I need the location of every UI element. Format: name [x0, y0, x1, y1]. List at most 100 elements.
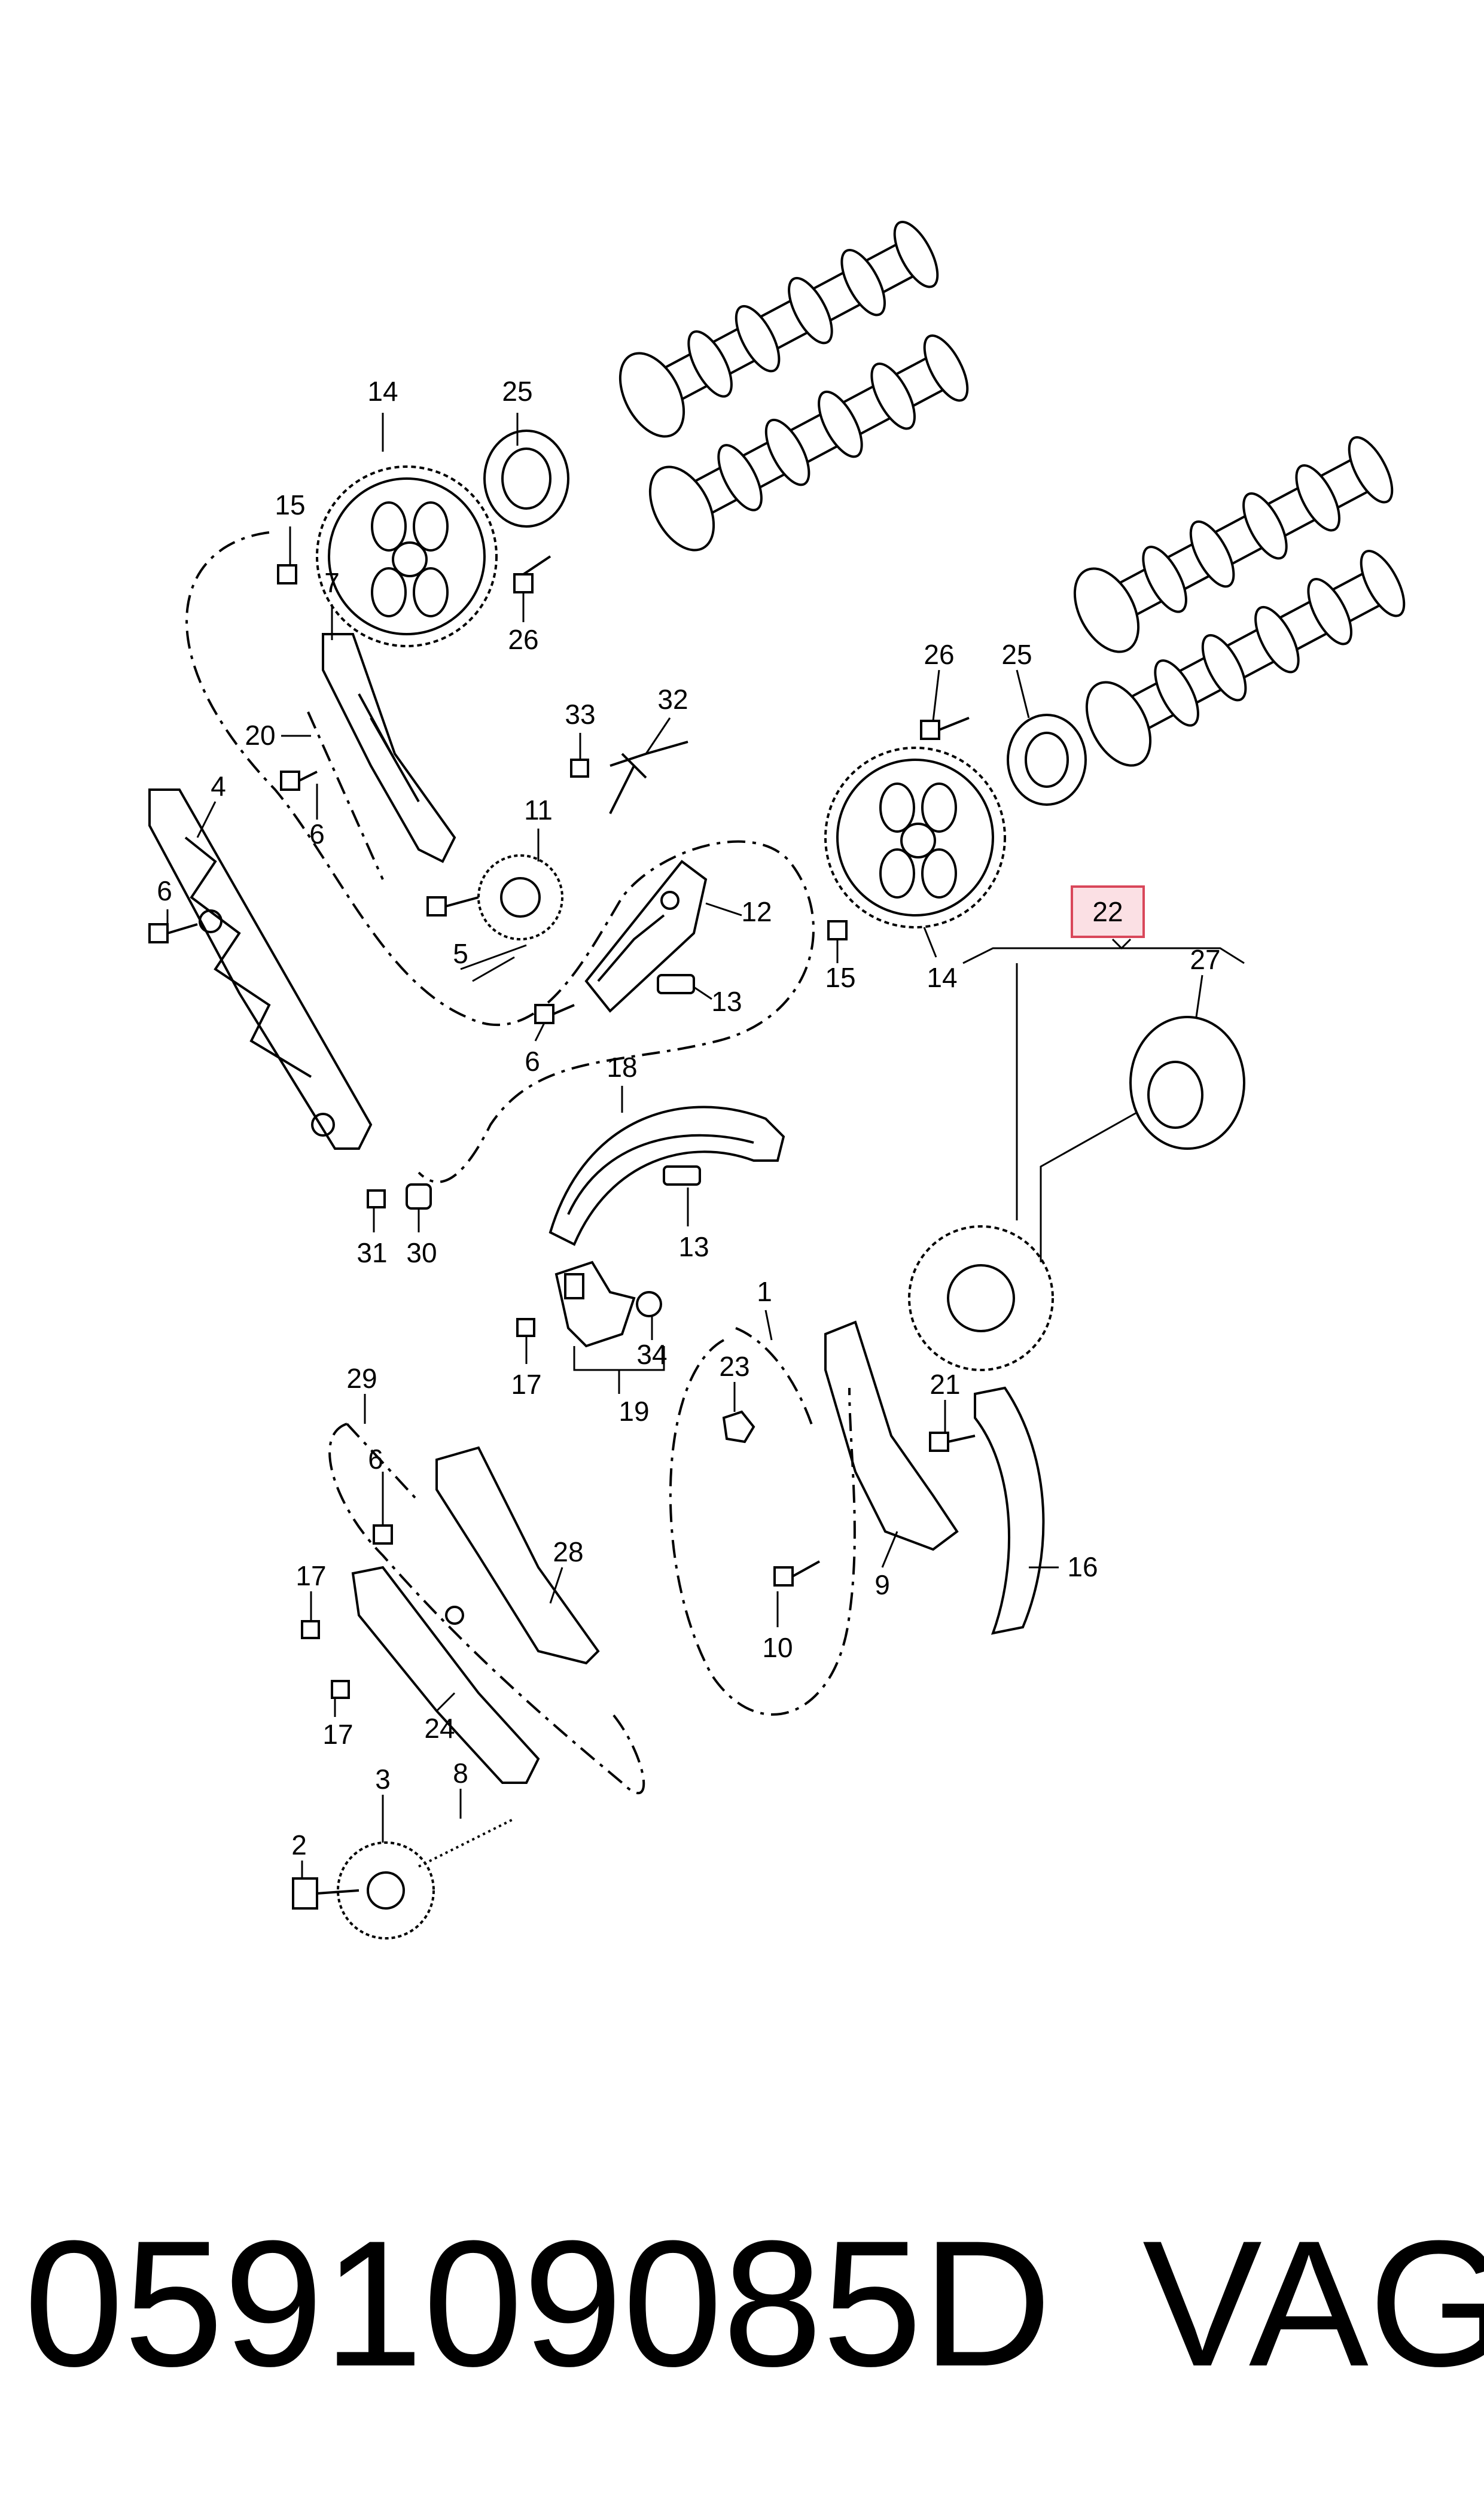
callout-14-upper: 14 — [367, 376, 398, 407]
bolt-26-right — [920, 717, 970, 740]
crankshaft-sprocket — [908, 1225, 1054, 1371]
bolt-17-upper-oil — [301, 1620, 320, 1639]
callout-4: 4 — [211, 771, 226, 802]
bolt-6-lower — [534, 1004, 575, 1024]
callout-33: 33 — [565, 699, 595, 730]
guide-rail-18 — [548, 1106, 785, 1246]
gear-27 — [1129, 1016, 1245, 1150]
bolt-13-upper — [657, 974, 695, 994]
sleeve-30 — [406, 1183, 432, 1210]
timing-chain-segment-1 — [735, 1327, 815, 1430]
callout-26-right: 26 — [924, 639, 954, 670]
bolt-21 — [929, 1432, 976, 1452]
bolt-31 — [367, 1189, 386, 1208]
guide-rail-12 — [584, 860, 708, 1013]
callout-25-right: 25 — [1001, 639, 1032, 670]
leader-lines — [166, 413, 1203, 1878]
callout-25-upper: 25 — [502, 376, 532, 407]
callout-22: 22 — [1092, 896, 1123, 927]
callout-8: 8 — [453, 1758, 468, 1789]
callout-17-upper-oil: 17 — [295, 1560, 326, 1591]
assembly-bracket-22 — [962, 938, 1245, 1262]
highlight-box-22 — [1071, 885, 1145, 938]
guide-rail-9 — [824, 1320, 959, 1551]
timing-chain-path-lower-left — [328, 1423, 645, 1795]
camshaft-upper-left-pair — [618, 221, 969, 552]
callout-10: 10 — [762, 1632, 793, 1663]
timing-chain-segment-20 — [307, 711, 384, 880]
callout-29: 29 — [346, 1363, 377, 1394]
tensioner-rail-16 — [974, 1386, 1045, 1635]
bolt-6-mid — [280, 771, 318, 791]
camshaft-adjuster-right — [1007, 714, 1087, 806]
callout-21: 21 — [930, 1369, 960, 1400]
callout-34: 34 — [636, 1339, 667, 1370]
bolt-26-upper — [513, 555, 551, 593]
callout-15-upper: 15 — [275, 489, 305, 520]
callout-19: 19 — [618, 1396, 649, 1427]
callout-6-left: 6 — [157, 875, 172, 906]
callout-20: 20 — [245, 720, 275, 751]
callout-17-lower-oil: 17 — [322, 1719, 353, 1750]
spring-8 — [418, 1817, 515, 1868]
callout-13-upper: 13 — [711, 986, 742, 1017]
camshaft-sprocket-right — [824, 747, 1006, 928]
tensioner-rail-4 — [148, 788, 373, 1150]
bracket-32 — [609, 741, 688, 814]
callout-5: 5 — [453, 938, 468, 969]
callout-30: 30 — [406, 1237, 437, 1268]
callout-9: 9 — [874, 1569, 890, 1600]
camshaft-sprocket-upper-left — [316, 465, 498, 647]
callout-15-right: 15 — [825, 962, 855, 993]
bolt-5 — [426, 896, 479, 917]
callout-31: 31 — [356, 1237, 387, 1268]
bolt-13-lower — [663, 1165, 701, 1186]
callout-28: 28 — [553, 1536, 583, 1567]
chain-guide-rail-7 — [322, 633, 456, 863]
callout-18: 18 — [607, 1052, 637, 1083]
callout-6-oil: 6 — [368, 1444, 383, 1475]
bolt-6-oil — [373, 1524, 393, 1545]
callout-6-lower: 6 — [525, 1046, 540, 1077]
camshaft-adjuster-upper-left — [483, 430, 569, 528]
callout-2: 2 — [291, 1829, 307, 1861]
balance-shaft-sprocket-11 — [477, 854, 563, 940]
tensioner-rail-24 — [351, 1566, 540, 1784]
callout-11: 11 — [524, 794, 553, 826]
callout-26-upper: 26 — [508, 624, 538, 655]
bolt-2 — [292, 1877, 359, 1910]
bolt-17-lower-oil — [331, 1680, 350, 1699]
bolt-33 — [570, 759, 589, 778]
footer: 059109085D VAG — [24, 2203, 1484, 2404]
part-number: 059109085D — [24, 2203, 1052, 2404]
timing-chain-segment-29 — [346, 1423, 420, 1503]
brand-name: VAG — [1142, 2203, 1484, 2404]
callout-23: 23 — [719, 1351, 749, 1382]
callout-12: 12 — [741, 896, 772, 927]
callout-1: 1 — [757, 1276, 772, 1307]
callout-7: 7 — [324, 567, 340, 598]
bolt-10 — [773, 1560, 820, 1587]
bolt-15-upper — [277, 564, 297, 584]
seal-34 — [636, 1291, 662, 1317]
nut-23 — [722, 1410, 755, 1444]
callout-labels: 14 25 15 26 7 20 6 4 6 33 32 11 12 5 13 … — [157, 376, 1220, 1861]
callout-32: 32 — [657, 684, 688, 715]
bolt-6-left — [148, 923, 198, 943]
bolt-17-tensioner — [516, 1318, 535, 1337]
callout-17-tensioner: 17 — [511, 1369, 541, 1400]
callout-14-right: 14 — [927, 962, 957, 993]
bolt-15-right — [827, 920, 848, 940]
callout-27: 27 — [1190, 944, 1220, 975]
oil-pump-sprocket-3 — [337, 1841, 435, 1940]
callout-3: 3 — [375, 1764, 391, 1795]
callout-24: 24 — [424, 1713, 455, 1744]
guide-rail-28 — [435, 1446, 600, 1665]
timing-chain-path-lower-right — [669, 1339, 856, 1716]
callout-13-lower: 13 — [678, 1231, 709, 1262]
camshaft-lower-right-pair — [1073, 436, 1406, 767]
callout-16: 16 — [1067, 1551, 1098, 1582]
timing-chain-path-upper — [185, 531, 815, 1183]
callout-6-mid: 6 — [309, 818, 325, 850]
